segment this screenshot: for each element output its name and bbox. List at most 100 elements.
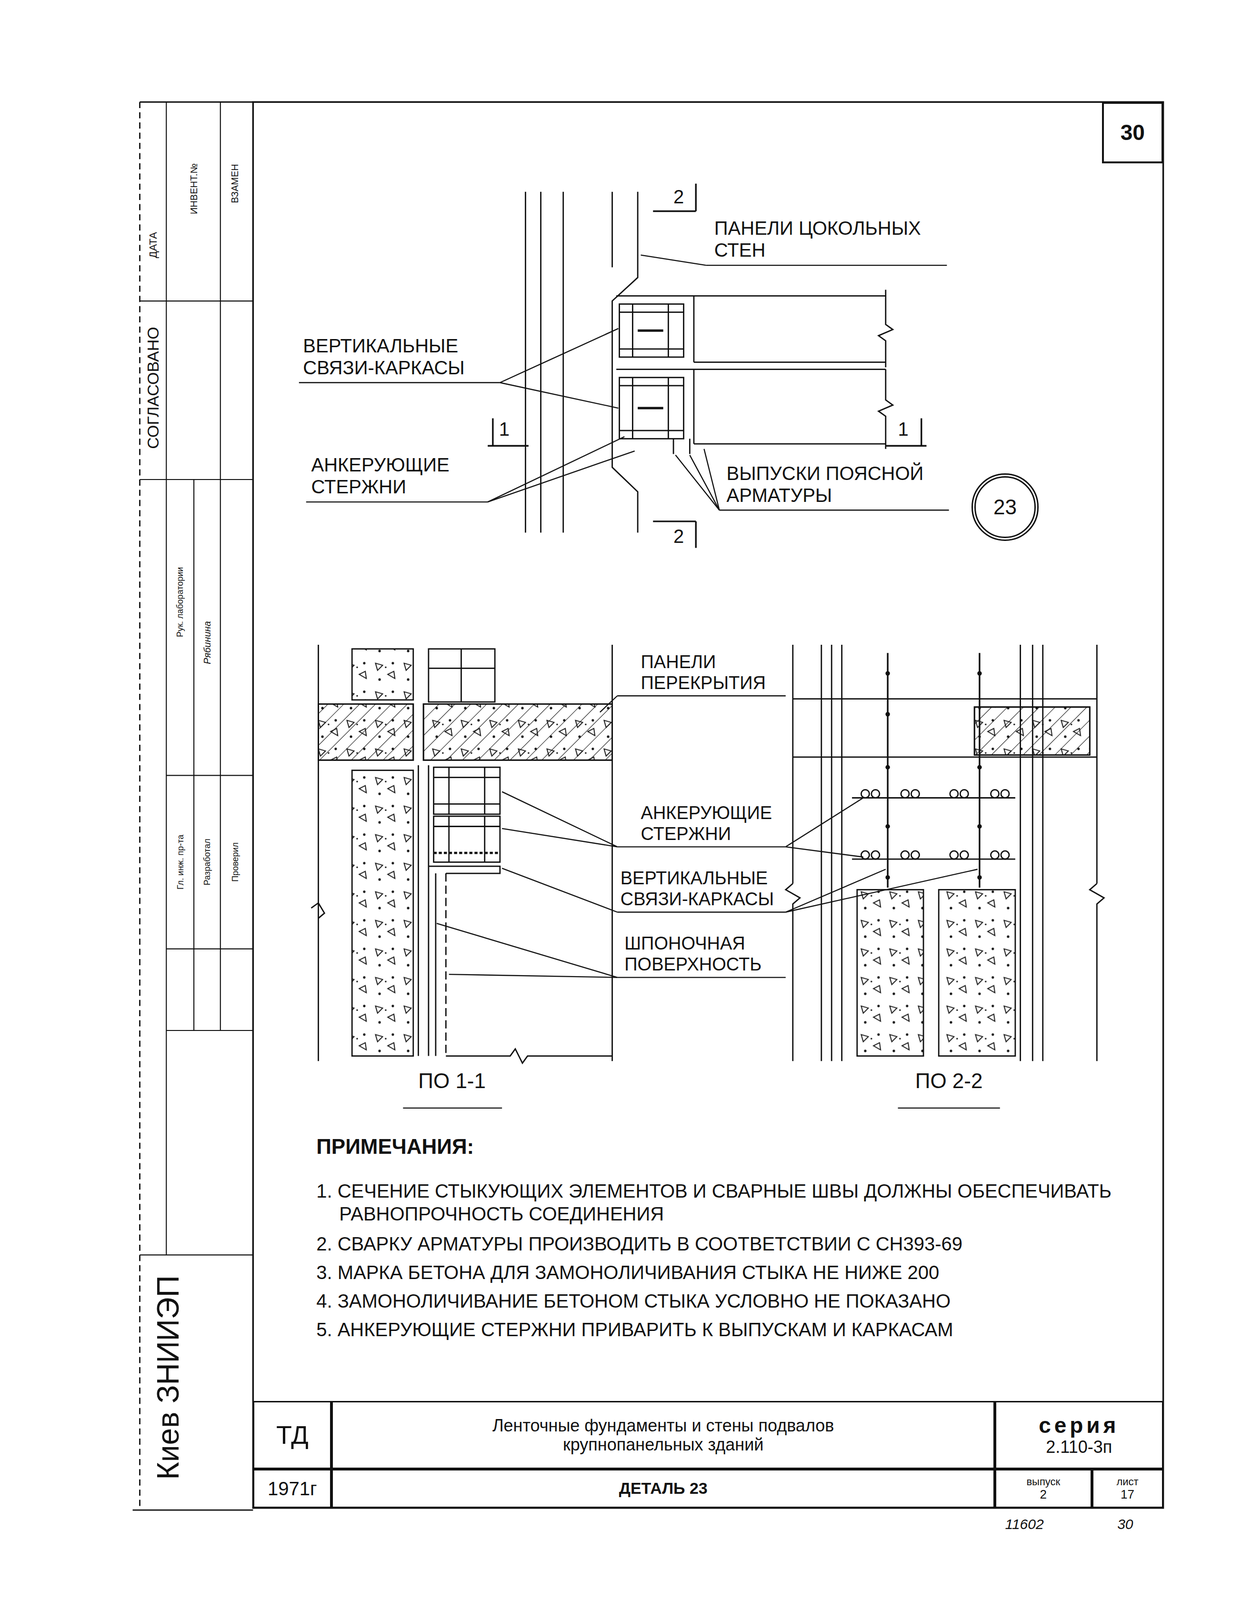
cell-text: 2.110-3п — [1045, 1437, 1112, 1457]
section-1-1 — [433, 825, 501, 828]
section-1-1 — [351, 770, 414, 1057]
leader-lines — [501, 828, 618, 848]
section-2-2 — [820, 644, 822, 1062]
section-title: ПО 2-2 — [915, 1069, 983, 1094]
note: 4. ЗАМОНОЛИЧИВАНИЕ БЕТОНОМ СТЫКА УСЛОВНО… — [316, 1289, 1164, 1313]
stamp-grid — [140, 479, 254, 481]
plan-cages — [619, 348, 684, 350]
callout-label: ВЕРТИКАЛЬНЫЕ СВЯЗИ-КАРКАСЫ — [302, 334, 494, 379]
section-2-2 — [871, 851, 880, 860]
leader-lines — [785, 846, 864, 857]
stamp-grid — [165, 101, 167, 1255]
plan-wall — [525, 191, 638, 533]
title-block-cell: лист17 — [1091, 1469, 1164, 1508]
section-1-1 — [445, 873, 447, 1057]
leader-lines — [449, 974, 618, 978]
section-1-1 — [428, 866, 501, 874]
leader-lines — [501, 868, 618, 912]
callout-label: ПАНЕЛИ ПЕРЕКРЫТИЯ — [641, 651, 786, 694]
section-2-2 — [1001, 789, 1010, 798]
leader-lines — [501, 791, 618, 848]
section-2-2 — [950, 851, 959, 860]
section-2-2 — [990, 851, 999, 860]
stamp-grid — [140, 101, 254, 1255]
section-2-2 — [861, 851, 870, 860]
stamp-grid — [166, 948, 253, 950]
leader-lines — [487, 436, 625, 502]
section-2-2 — [885, 765, 890, 770]
callout-label: АНКЕРУЮЩИЕ СТЕРЖНИ — [310, 453, 483, 498]
section-2-2 — [911, 789, 920, 798]
stamp-grid — [140, 1254, 254, 1256]
stamp-field: ВЗАМЕН — [229, 163, 241, 204]
cell-text: 1971г — [267, 1478, 318, 1500]
section-2-2 — [831, 644, 833, 1062]
section-2-2 — [792, 756, 1097, 758]
section-2-2 — [886, 652, 889, 888]
plan-cages — [619, 385, 684, 387]
stamp-grid — [193, 479, 195, 1031]
plan-cages — [619, 311, 684, 313]
plan-wall — [524, 191, 527, 533]
section-2-2 — [974, 707, 1090, 756]
section-marks — [695, 183, 697, 212]
section-2-2 — [871, 789, 880, 798]
section-2-2 — [960, 789, 969, 798]
leader-lines — [617, 695, 786, 697]
archive-number: 30 — [1117, 1516, 1133, 1533]
section-1-1 — [434, 873, 437, 1057]
plan-cages — [689, 438, 691, 454]
section-1-1 — [423, 703, 612, 761]
leader-lines — [897, 1107, 1000, 1109]
cell-text: ДЕТАЛЬ 23 — [619, 1479, 708, 1498]
cell-text: Ленточные фундаменты и стены подвалов кр… — [468, 1416, 859, 1454]
section-marks — [885, 445, 927, 447]
section-mark: 2 — [673, 185, 684, 208]
title-block-cell: выпуск2 — [994, 1469, 1092, 1508]
callout-label: ПАНЕЛИ ЦОКОЛЬНЫХ СТЕН — [714, 217, 943, 261]
cell-text: 23 — [993, 495, 1017, 519]
section-2-2 — [974, 707, 1090, 756]
title-block-cell: ДЕТАЛЬ 23 — [331, 1469, 995, 1508]
plan-cages — [637, 406, 664, 410]
cell-text: 30 — [1120, 120, 1145, 145]
section-marks — [487, 445, 529, 447]
plan-panels — [693, 369, 695, 444]
leader-lines — [402, 1107, 502, 1109]
section-2-2 — [861, 789, 870, 798]
section-2-2 — [977, 765, 982, 770]
stamp-signature: Рябинина — [201, 621, 213, 665]
section-1-1 — [318, 703, 413, 761]
plan-cages — [637, 329, 664, 332]
section-marks — [652, 210, 696, 212]
leader-lines — [500, 382, 619, 409]
sheet-number-box: 30 — [1101, 101, 1164, 164]
leader-lines — [703, 449, 720, 511]
section-1-1 — [428, 649, 495, 702]
archive-number: 11602 — [1004, 1516, 1044, 1533]
plan-wall — [611, 191, 613, 268]
leader-lines — [617, 846, 786, 848]
plan-panels — [878, 369, 893, 450]
detail-callout-circle: 23 — [971, 473, 1039, 541]
section-2-2 — [885, 671, 982, 880]
leader-lines — [706, 264, 948, 266]
leader-lines — [785, 798, 864, 848]
title-block-cell: ТД — [252, 1401, 332, 1470]
callout-label: ВЕРТИКАЛЬНЫЕ СВЯЗИ-КАРКАСЫ — [620, 868, 802, 910]
notes-heading: ПРИМЕЧАНИЯ: — [316, 1134, 474, 1160]
plan-panels — [878, 289, 893, 368]
leader-lines — [719, 509, 950, 511]
leader-lines — [487, 450, 635, 502]
callout-label: ВЫПУСКИ ПОЯСНОЙ АРМАТУРЫ — [726, 462, 946, 507]
leader-lines — [641, 255, 707, 266]
plan-cages — [631, 303, 634, 357]
section-1-1 — [417, 765, 420, 1057]
callout-label: АНКЕРУЮЩИЕ СТЕРЖНИ — [641, 802, 804, 845]
section-1-1 — [310, 644, 612, 1063]
plan-cages — [667, 303, 670, 357]
section-1-1 — [310, 902, 325, 919]
stamp-field: Рук. лаборатории — [175, 566, 186, 638]
section-mark: 2 — [673, 525, 684, 548]
